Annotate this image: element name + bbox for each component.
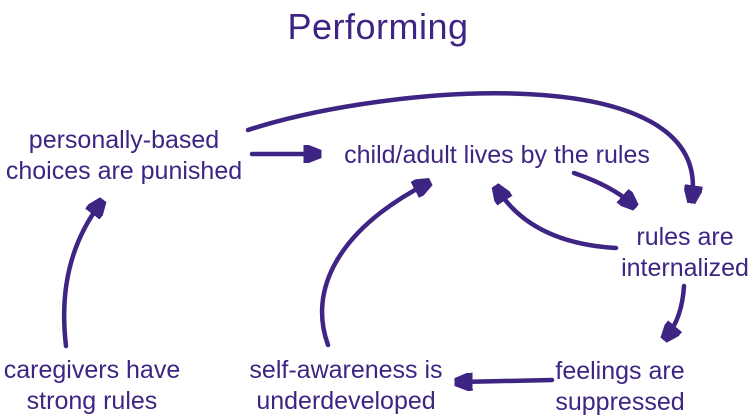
node-line: underdeveloped [256, 387, 436, 415]
node-choices-are-punished: personally-based choices are punished [6, 125, 242, 187]
node-line: rules are [636, 223, 734, 251]
node-line: feelings are [555, 357, 685, 385]
node-line: caregivers have [3, 356, 181, 384]
node-rules-are-internalized: rules are internalized [621, 222, 749, 284]
node-line: child/adult lives by the rules [344, 141, 650, 169]
arrow-selfawareness-to-lives [319, 184, 426, 348]
node-self-awareness-underdeveloped: self-awareness is underdeveloped [249, 355, 442, 417]
node-line: choices are punished [5, 157, 243, 185]
node-line: suppressed [555, 388, 685, 416]
arrow-internalized-to-lives [498, 190, 619, 251]
diagram-title: Performing [287, 6, 469, 47]
node-line: personally-based [28, 126, 220, 154]
node-line: internalized [621, 254, 749, 282]
node-feelings-suppressed: feelings are suppressed [555, 356, 684, 418]
node-lives-by-the-rules: child/adult lives by the rules [344, 140, 650, 171]
arrow-feelings-to-selfawareness [460, 380, 555, 382]
arrow-punished-to-internalized [245, 91, 693, 198]
arrow-caregivers-to-punished [61, 204, 100, 349]
node-line: strong rules [26, 387, 158, 415]
arrow-internalized-to-feelings [667, 283, 687, 336]
node-caregivers-strong-rules: caregivers have strong rules [4, 355, 180, 417]
node-line: self-awareness is [249, 356, 443, 384]
arrow-lives-to-internalized [571, 170, 632, 204]
